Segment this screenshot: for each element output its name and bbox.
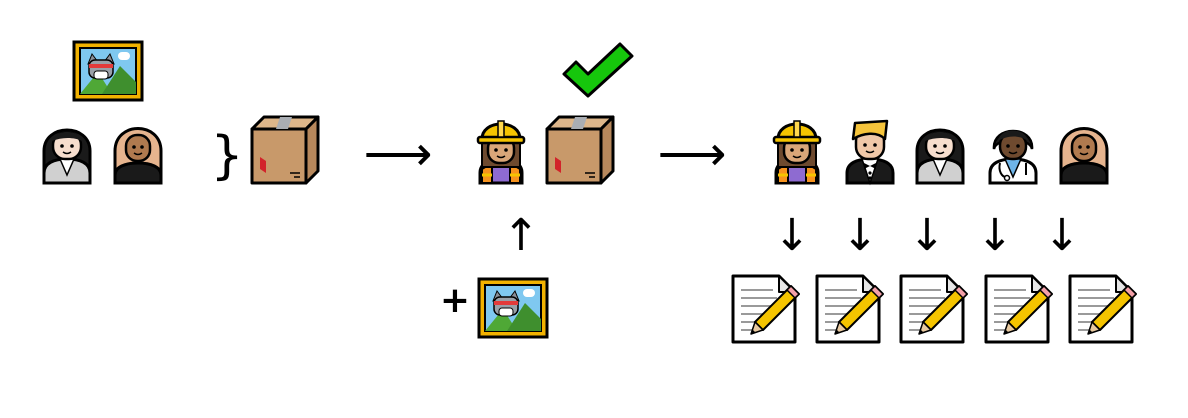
- arrow-down-icon: ↓: [977, 210, 1014, 261]
- memo-icon: [899, 274, 969, 344]
- arrow-right-icon: ⟶: [658, 126, 727, 182]
- arrow-up-icon: ↑: [503, 210, 540, 261]
- framed-picture-icon: [477, 277, 549, 339]
- memo-icon: [1068, 274, 1138, 344]
- memo-icon: [731, 274, 801, 344]
- arrow-down-icon: ↓: [909, 210, 946, 261]
- construction-worker-icon: [772, 119, 822, 185]
- health-worker-icon: [988, 129, 1038, 185]
- woman-office-worker-icon: [915, 128, 965, 185]
- woman-with-headscarf-icon: [113, 127, 163, 185]
- arrow-down-icon: ↓: [1044, 210, 1081, 261]
- man-in-tuxedo-icon: [845, 119, 895, 185]
- woman-with-headscarf-icon: [1059, 127, 1109, 185]
- woman-office-worker-icon: [42, 128, 92, 185]
- arrow-down-icon: ↓: [842, 210, 879, 261]
- plus-sign: +: [440, 280, 470, 321]
- arrow-down-icon: ↓: [774, 210, 811, 261]
- brace-symbol: }: [210, 126, 243, 186]
- construction-worker-icon: [476, 119, 526, 185]
- arrow-right-icon: ⟶: [364, 126, 433, 182]
- memo-icon: [984, 274, 1054, 344]
- package-icon: [250, 115, 320, 185]
- framed-picture-icon: [72, 40, 144, 102]
- check-mark-icon: [562, 42, 634, 98]
- memo-icon: [815, 274, 885, 344]
- package-icon: [545, 115, 615, 185]
